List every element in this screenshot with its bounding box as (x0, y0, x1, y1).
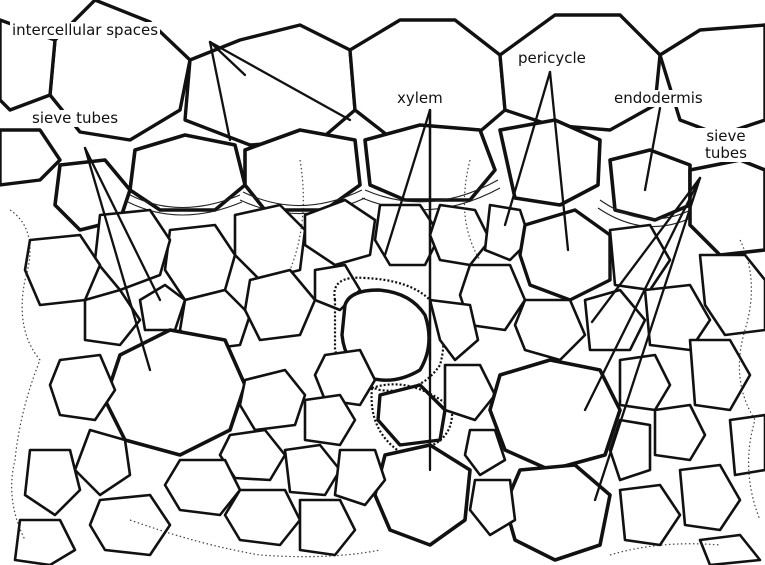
label-sieve-tubes-right-line1: sieve (698, 128, 754, 145)
label-pericycle: pericycle (516, 50, 588, 67)
label-endodermis: endodermis (612, 90, 705, 107)
label-xylem: xylem (395, 90, 445, 107)
label-sieve-tubes-right: sieve tubes (696, 128, 756, 162)
label-sieve-tubes-right-line2: tubes (698, 145, 754, 162)
label-sieve-tubes-left: sieve tubes (30, 110, 120, 127)
label-intercellular-spaces: intercellular spaces (10, 22, 160, 39)
